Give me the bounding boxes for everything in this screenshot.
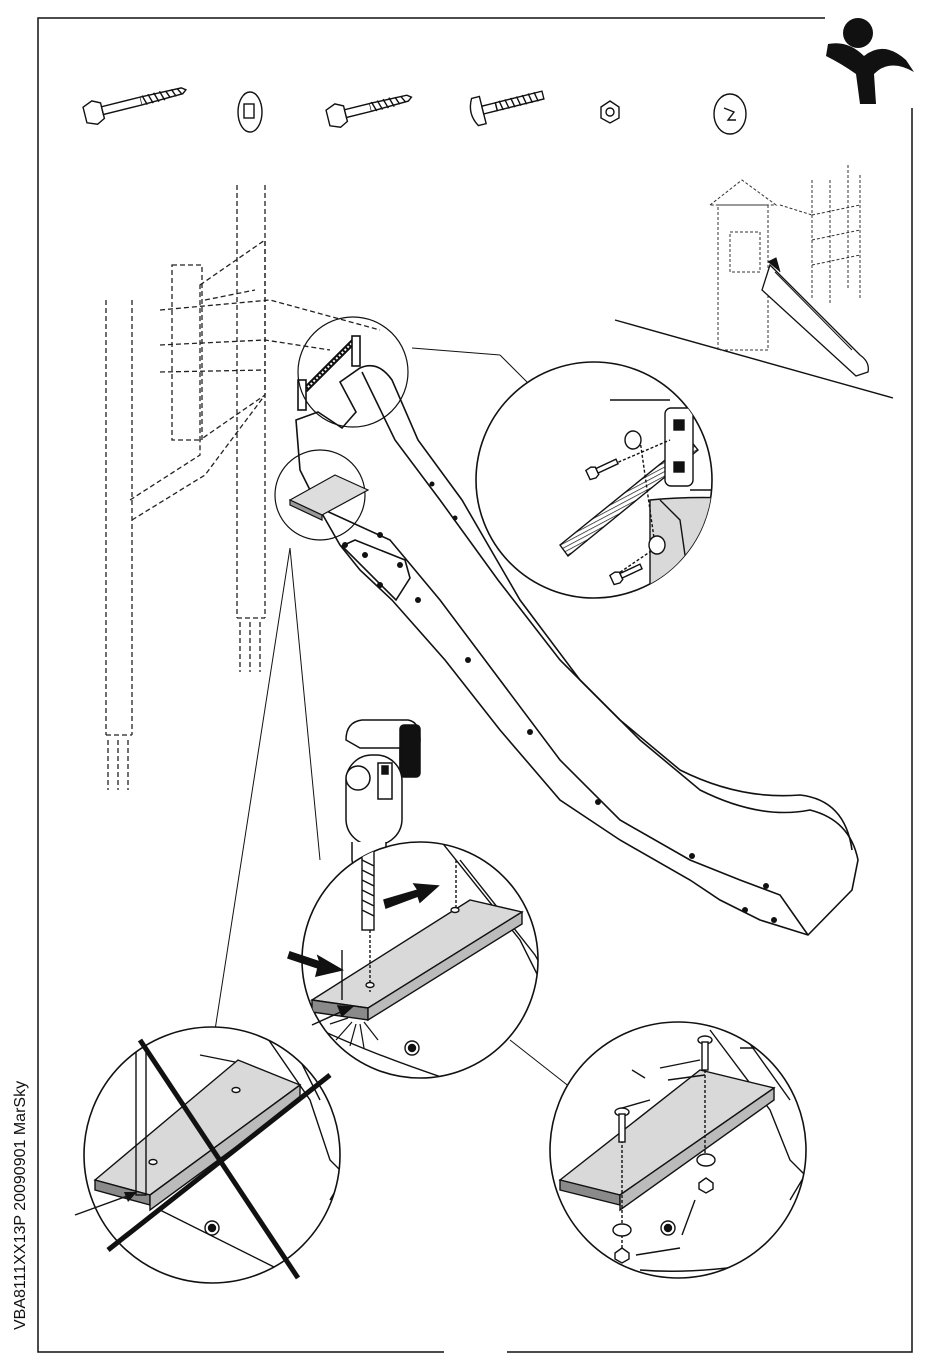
doc-code-text: VBA8111XX13P 20090901 [12, 1140, 29, 1330]
carriage-bolt [468, 81, 547, 126]
detail-bar-bracket [476, 362, 820, 620]
detail-drilling [288, 840, 560, 1080]
cap-nut-cover [714, 94, 746, 134]
playset-overview [615, 165, 893, 398]
long-lag-screw [82, 78, 189, 126]
hardware-row [82, 78, 746, 134]
document-code: VBA8111XX13P 20090901 MarSky [7, 1030, 35, 1330]
short-lag-screw [325, 86, 414, 130]
square-washer-cap [238, 92, 262, 132]
hex-nut [601, 101, 619, 123]
detail-bolt-assembly [550, 1022, 830, 1278]
detail-incorrect [75, 1020, 345, 1283]
brand-logo [826, 18, 914, 104]
brand-text: MarSky [12, 1081, 29, 1135]
